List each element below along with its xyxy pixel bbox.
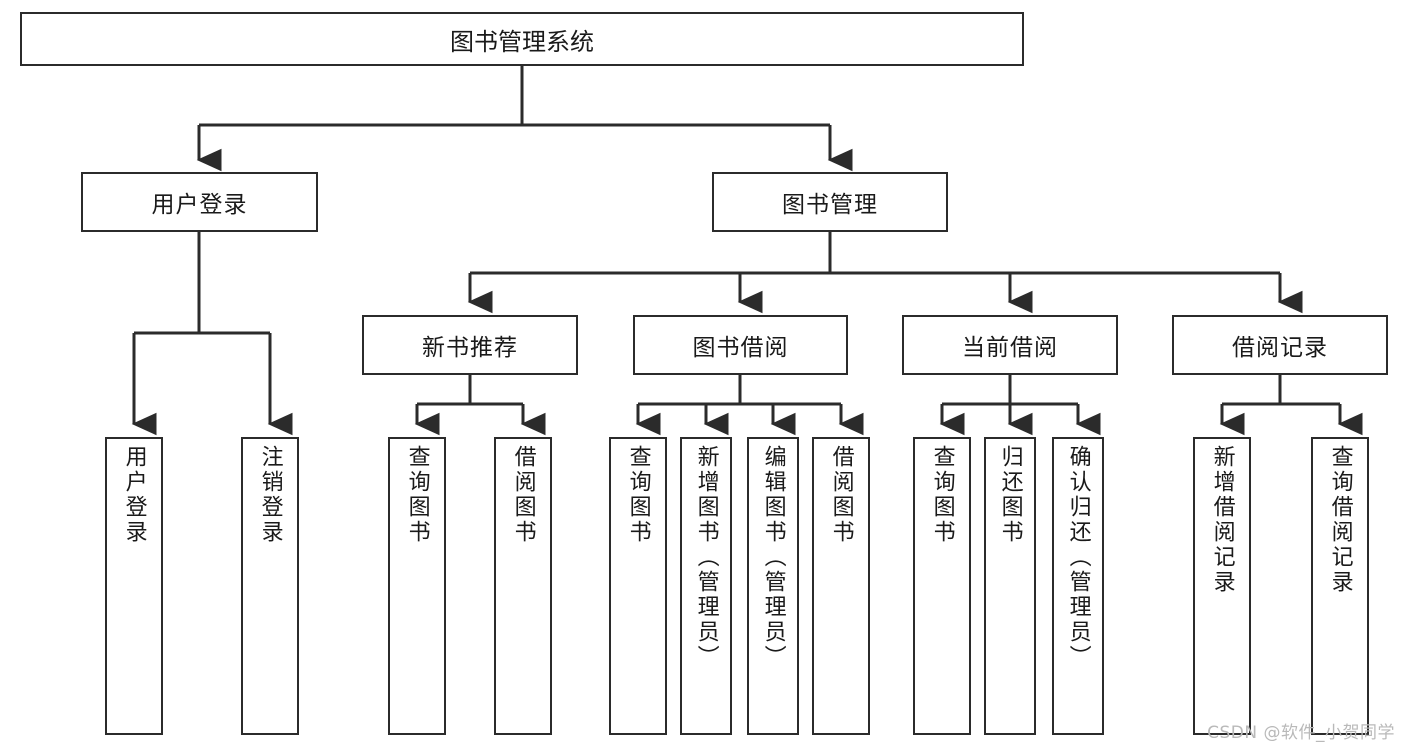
node-label: 查询借阅记录	[1327, 445, 1353, 595]
node-label: 注销登录	[257, 445, 283, 545]
csdn-watermark: CSDN @软件_小贺同学	[1207, 723, 1395, 743]
leaf-query-book-recommend[interactable]: 查询图书	[388, 437, 446, 735]
node-book-management-system[interactable]: 图书管理系统	[20, 12, 1024, 66]
node-label: 查询图书	[404, 445, 430, 545]
node-label: 编辑图书（管理员）	[760, 445, 786, 670]
node-label: 新增图书（管理员）	[693, 445, 719, 670]
node-label: 用户登录	[151, 192, 248, 218]
leaf-add-borrow-record[interactable]: 新增借阅记录	[1193, 437, 1251, 735]
leaf-add-book[interactable]: 新增图书（管理员）	[680, 437, 732, 735]
node-label: 图书管理系统	[450, 27, 594, 56]
node-label: 归还图书	[997, 445, 1023, 545]
leaf-query-book-borrow[interactable]: 查询图书	[609, 437, 667, 735]
node-borrow-record[interactable]: 借阅记录	[1172, 315, 1388, 375]
node-label: 借阅记录	[1232, 335, 1328, 361]
node-book-borrow[interactable]: 图书借阅	[633, 315, 848, 375]
node-label: 图书借阅	[692, 335, 789, 361]
leaf-query-book-current[interactable]: 查询图书	[913, 437, 971, 735]
leaf-query-borrow-record[interactable]: 查询借阅记录	[1311, 437, 1369, 735]
leaf-borrow-book-recommend[interactable]: 借阅图书	[494, 437, 552, 735]
node-label: 借阅图书	[510, 445, 536, 545]
leaf-user-login[interactable]: 用户登录	[105, 437, 163, 735]
node-label: 用户登录	[121, 445, 147, 545]
leaf-borrow-book[interactable]: 借阅图书	[812, 437, 870, 735]
leaf-return-book[interactable]: 归还图书	[984, 437, 1036, 735]
node-label: 确认归还（管理员）	[1065, 445, 1091, 670]
leaf-confirm-return[interactable]: 确认归还（管理员）	[1052, 437, 1104, 735]
node-label: 图书管理	[782, 192, 878, 218]
node-label: 借阅图书	[828, 445, 854, 545]
node-book-management[interactable]: 图书管理	[712, 172, 948, 232]
leaf-user-logout[interactable]: 注销登录	[241, 437, 299, 735]
node-label: 当前借阅	[962, 335, 1058, 361]
node-current-borrow[interactable]: 当前借阅	[902, 315, 1118, 375]
node-label: 查询图书	[625, 445, 651, 545]
leaf-edit-book[interactable]: 编辑图书（管理员）	[747, 437, 799, 735]
node-new-book-recommend[interactable]: 新书推荐	[362, 315, 578, 375]
node-label: 新增借阅记录	[1209, 445, 1235, 595]
node-label: 查询图书	[929, 445, 955, 545]
node-label: 新书推荐	[422, 335, 518, 361]
node-user-login[interactable]: 用户登录	[81, 172, 318, 232]
